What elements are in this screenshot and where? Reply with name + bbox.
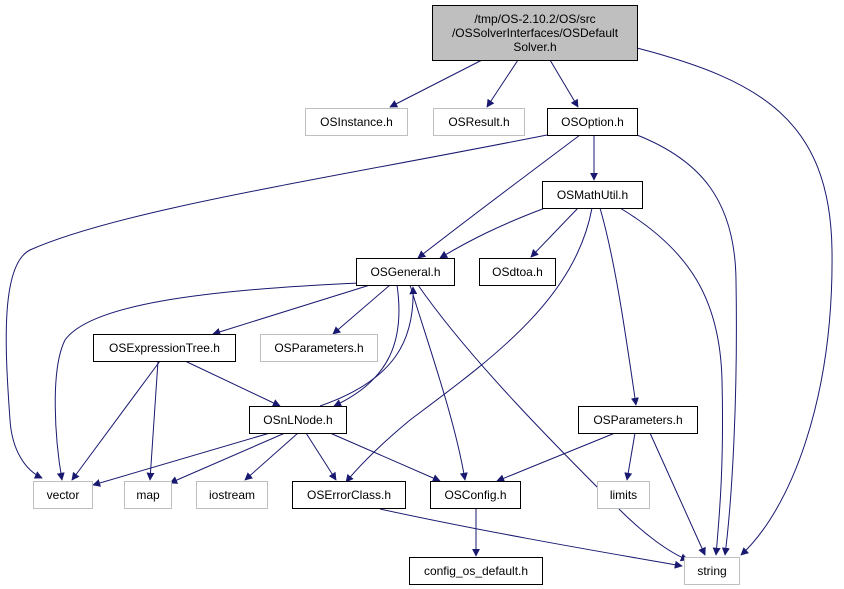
edge-osoption-to-string (636, 134, 737, 556)
edge-osnlnode-to-map (169, 432, 286, 484)
edge-osmathutil-to-osparameters (599, 207, 639, 406)
edge-osmathutil-to-osdtoa (530, 207, 579, 258)
node-limits: limits (597, 481, 650, 509)
node-osinstance: OSInstance.h (305, 108, 408, 136)
edge-osparameters-to-osconfig (496, 432, 616, 482)
edge-osgeneral-to-osparameters-ext (332, 284, 391, 335)
edge-osgeneral-to-osconfig (409, 284, 468, 481)
node-osgeneral[interactable]: OSGeneral.h (356, 258, 455, 286)
node-osparameters[interactable]: OSParameters.h (578, 406, 698, 434)
edge-osnlnode-to-iostream (244, 432, 299, 481)
node-osexpressiontree[interactable]: OSExpressionTree.h (93, 334, 236, 362)
edge-osnlnode-to-vector (92, 432, 271, 487)
node-vector: vector (33, 481, 93, 509)
edge-root-to-string (636, 47, 833, 556)
node-osresult: OSResult.h (433, 108, 525, 136)
edge-osmathutil-to-string (619, 207, 724, 556)
edge-osmathutil-to-oserrorclass (345, 207, 593, 483)
root-file-node: /tmp/OS-2.10.2/OS/src /OSSolverInterface… (432, 5, 638, 61)
node-osoption[interactable]: OSOption.h (547, 108, 638, 136)
edge-osexpressiontree-to-osnlnode (184, 360, 281, 407)
edge-osparameters-to-limits (624, 432, 636, 481)
node-osdtoa[interactable]: OSdtoa.h (479, 258, 556, 286)
edge-osexpressiontree-to-map (146, 360, 159, 481)
node-iostream: iostream (196, 481, 268, 509)
edge-oserrorclass-to-string (379, 508, 683, 569)
edge-osoption-to-osgeneral (417, 134, 581, 259)
edge-root-to-osoption (549, 59, 579, 108)
edge-root-to-osresult (486, 59, 519, 108)
edge-osparameters-to-string (649, 432, 706, 556)
node-map: map (124, 481, 172, 509)
edge-osgeneral-to-string (417, 284, 689, 562)
node-osparameters-external: OSParameters.h (260, 334, 378, 362)
edge-osgeneral-to-osexpressiontree (212, 284, 371, 336)
node-osmathutil[interactable]: OSMathUtil.h (542, 181, 643, 209)
edge-osexpressiontree-to-vector (71, 360, 161, 481)
edge-osmathutil-to-osgeneral (439, 207, 546, 259)
edge-root-to-osinstance (389, 59, 483, 108)
node-osnlnode[interactable]: OSnLNode.h (249, 406, 347, 434)
edge-osnlnode-to-osgeneral (319, 286, 418, 407)
root-file-line-1: /tmp/OS-2.10.2/OS/src (474, 12, 596, 26)
edge-osgeneral-to-osnlnode (333, 284, 400, 407)
edge-osoption-to-vector (5, 134, 548, 479)
node-config-os-default[interactable]: config_os_default.h (409, 557, 543, 585)
edge-osnlnode-to-oserrorclass (305, 432, 337, 481)
root-file-line-2: /OSSolverInterfaces/OSDefault (451, 26, 619, 40)
edge-osnlnode-to-osconfig (329, 432, 441, 482)
root-file-line-3: Solver.h (513, 40, 557, 54)
edge-osgeneral-to-vector (54, 282, 361, 481)
node-osconfig[interactable]: OSConfig.h (430, 481, 521, 509)
node-string: string (684, 557, 740, 585)
node-oserrorclass[interactable]: OSErrorClass.h (292, 481, 406, 509)
